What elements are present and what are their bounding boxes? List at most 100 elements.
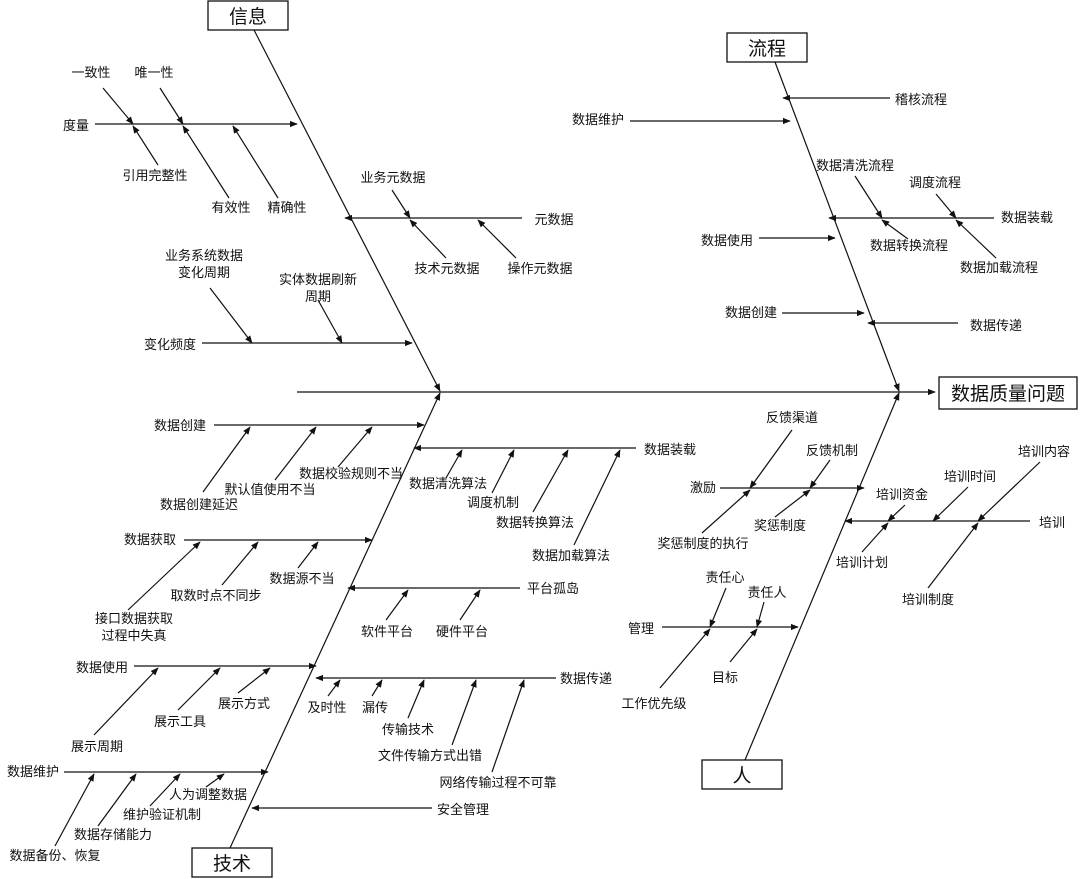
label-transform-alg: 数据转换算法 (496, 516, 574, 531)
label-interface-2: 过程中失真 (101, 629, 166, 644)
label-transfer: 数据传递 (970, 319, 1022, 334)
bone-train-content (977, 461, 1041, 522)
bone-biz-meta (391, 189, 411, 219)
label-reward-exec: 奖惩制度的执行 (657, 536, 748, 552)
bone-maint-verify (149, 773, 181, 807)
label-accuracy: 精确性 (267, 201, 306, 216)
bone-train-fund (887, 504, 906, 522)
bone-backup (54, 773, 95, 847)
category-box-info (207, 0, 289, 31)
category-box-process (726, 32, 808, 63)
label-train-fund: 培训资金 (876, 487, 928, 503)
label-tech-transfer: 数据传递 (560, 672, 612, 687)
label-management: 管理 (628, 622, 654, 637)
bone-accuracy (232, 125, 279, 199)
category-people: 人 (732, 765, 751, 787)
bone-software (385, 589, 409, 621)
bone-default-misuse (274, 426, 317, 481)
label-feedback-channel: 反馈渠道 (766, 411, 818, 426)
label-metadata: 元数据 (534, 213, 573, 228)
label-measure: 度量 (63, 118, 89, 134)
category-tech: 技术 (213, 853, 251, 875)
bone-ops-meta (477, 219, 517, 259)
bone-file-error (451, 679, 477, 746)
label-train-content: 培训内容 (1018, 444, 1070, 460)
label-display-cycle: 展示周期 (71, 740, 123, 755)
label-responsible-person: 责任人 (747, 586, 786, 601)
bone-time-mismatch (221, 541, 259, 586)
bone-train-plan (861, 522, 889, 553)
label-tech-maintain: 数据维护 (7, 765, 59, 780)
label-validity: 有效性 (211, 201, 250, 216)
bone-interface (127, 541, 201, 611)
label-backup: 数据备份、恢复 (9, 848, 100, 864)
label-target: 目标 (712, 671, 738, 686)
bone-timeliness (327, 679, 341, 697)
label-priority: 工作优先级 (621, 697, 686, 712)
label-entity-refresh-2: 周期 (305, 290, 331, 305)
label-timeliness: 及时性 (307, 701, 346, 716)
head-label: 数据质量问题 (951, 383, 1065, 405)
label-biz-sys-change-2: 变化周期 (178, 265, 230, 281)
label-entity-refresh-1: 实体数据刷新 (279, 272, 357, 288)
bone-hardware (459, 589, 481, 621)
label-cleanse-alg: 数据清洗算法 (409, 477, 487, 492)
bone-people (744, 392, 900, 761)
label-responsibility: 责任心 (705, 571, 744, 586)
bone-ref-integrity (132, 125, 159, 166)
label-interface-1: 接口数据获取 (95, 611, 173, 627)
bone-display-mode (237, 667, 271, 694)
bone-priority (659, 628, 711, 689)
bone-train-time (932, 486, 969, 522)
bone-trans-tech (407, 679, 425, 719)
label-ops-meta: 操作元数据 (507, 261, 572, 277)
label-manual-adjust: 人为调整数据 (169, 788, 247, 803)
bone-validity (182, 125, 230, 199)
category-box-tech (191, 847, 273, 878)
label-training: 培训 (1039, 515, 1065, 531)
category-box-people (701, 759, 783, 790)
bone-schedule-flow (935, 193, 957, 219)
head-box (938, 376, 1078, 410)
label-audit: 稽核流程 (895, 93, 947, 108)
label-uniqueness: 唯一性 (134, 66, 173, 81)
label-schedule-mech: 调度机制 (467, 495, 519, 511)
label-tech-use: 数据使用 (76, 660, 128, 676)
bone-source-improper (297, 541, 319, 569)
label-create-delay: 数据创建延迟 (160, 498, 238, 513)
bone-display-tool (177, 667, 221, 711)
bone-transform-flow (881, 219, 909, 240)
label-use: 数据使用 (701, 233, 753, 249)
label-display-mode: 展示方式 (218, 696, 270, 712)
bone-reward-exec (701, 489, 751, 534)
bone-validation-rule (337, 426, 373, 468)
label-tech-meta: 技术元数据 (414, 262, 479, 277)
label-source-improper: 数据源不当 (269, 572, 334, 587)
label-storage: 数据存储能力 (74, 828, 152, 843)
label-default-misuse: 默认值使用不当 (224, 482, 315, 498)
label-file-error: 文件传输方式出错 (378, 748, 482, 764)
bone-network (491, 679, 525, 773)
bone-responsible-person (755, 601, 765, 628)
bone-feedback-channel (749, 429, 793, 489)
label-maint-verify: 维护验证机制 (123, 807, 201, 823)
bone-create-delay (202, 426, 251, 493)
bone-schedule-mech (491, 449, 515, 494)
bone-cleanse-alg (445, 449, 463, 479)
category-process: 流程 (748, 38, 786, 60)
label-incentive: 激励 (690, 481, 716, 496)
label-change-freq: 变化频度 (144, 337, 196, 353)
category-info: 信息 (229, 6, 267, 28)
label-create: 数据创建 (725, 306, 777, 321)
label-platform-island: 平台孤岛 (527, 581, 579, 597)
label-biz-meta: 业务元数据 (360, 170, 425, 186)
bone-biz-sys-change (209, 287, 253, 344)
label-load-alg: 数据加载算法 (532, 549, 610, 564)
label-feedback-mech: 反馈机制 (806, 444, 858, 459)
label-train-time: 培训时间 (944, 469, 996, 485)
label-display-tool: 展示工具 (154, 715, 206, 730)
bone-reward-punish (774, 489, 811, 518)
label-consistency: 一致性 (71, 66, 110, 81)
label-trans-tech: 传输技术 (382, 722, 434, 738)
